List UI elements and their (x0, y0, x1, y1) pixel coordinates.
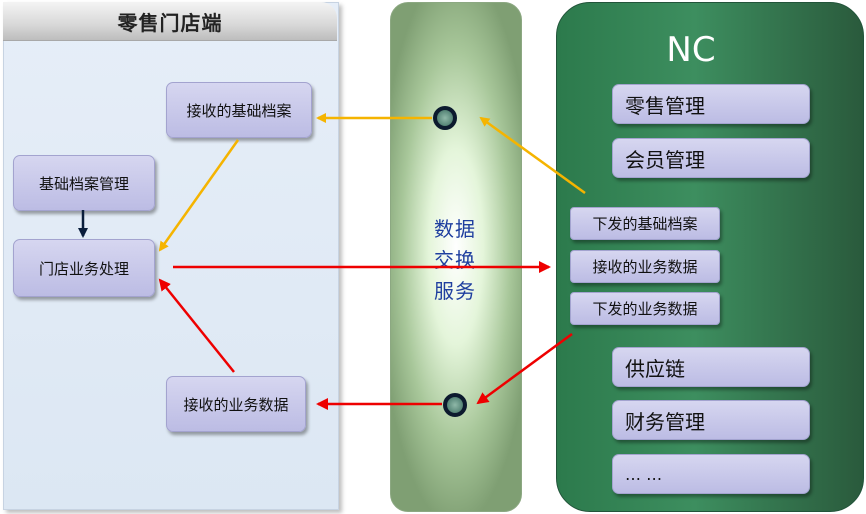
master-data-management-box: 基础档案管理 (13, 155, 155, 211)
arrow-received-business-to-store (158, 278, 235, 373)
exchange-label-line3: 服务 (434, 279, 476, 303)
exchange-label-line1: 数据 (434, 217, 476, 241)
arrow-nc-issued-to-exchange (476, 332, 573, 405)
nc-module-retail-management: 零售管理 (612, 84, 810, 124)
store-business-processing-box: 门店业务处理 (13, 239, 155, 297)
received-business-data-box: 接收的业务数据 (166, 376, 306, 432)
nc-flow-issued-business-data: 下发的业务数据 (570, 292, 720, 325)
nc-module-more: … … (612, 454, 810, 494)
exchange-node-top (433, 106, 457, 130)
nc-module-financial-management: 财务管理 (612, 400, 810, 440)
nc-module-supply-chain: 供应链 (612, 347, 810, 387)
arrow-nc-to-exchange-master (479, 116, 586, 195)
received-master-data-box: 接收的基础档案 (166, 82, 312, 138)
store-title-bar (3, 2, 337, 41)
nc-title: NC (666, 30, 716, 70)
store-title: 零售门店端 (117, 11, 223, 35)
nc-module-member-management: 会员管理 (612, 138, 810, 178)
arrow-received-master-to-business (158, 139, 240, 252)
nc-flow-issued-master-data: 下发的基础档案 (570, 207, 720, 240)
exchange-node-bottom (443, 393, 467, 417)
nc-flow-received-business-data: 接收的业务数据 (570, 250, 720, 283)
data-exchange-service-bar (390, 2, 522, 512)
